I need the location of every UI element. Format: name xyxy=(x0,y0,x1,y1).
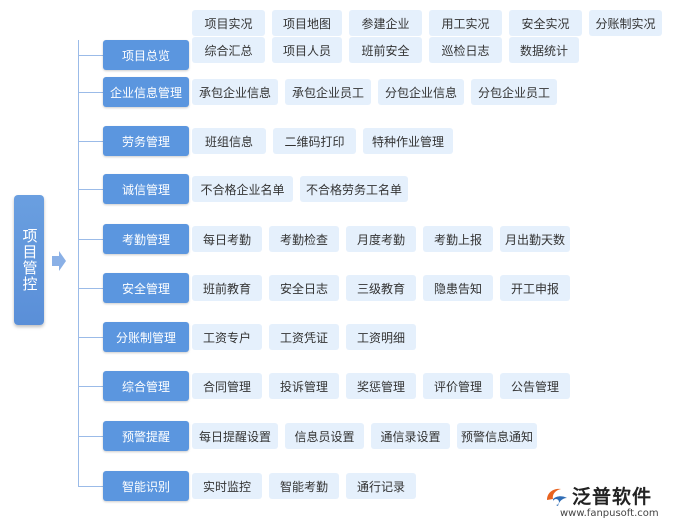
connector-branch xyxy=(78,288,103,289)
leaf-item[interactable]: 二维码打印 xyxy=(273,128,356,154)
leaf-item[interactable]: 工资明细 xyxy=(346,324,416,350)
leaf-item[interactable]: 用工实况 xyxy=(429,10,502,36)
leaf-item[interactable]: 分包企业信息 xyxy=(378,79,464,105)
leaf-item[interactable]: 评价管理 xyxy=(423,373,493,399)
leaf-item[interactable]: 投诉管理 xyxy=(269,373,339,399)
leaf-item[interactable]: 公告管理 xyxy=(500,373,570,399)
category-node[interactable]: 综合管理 xyxy=(103,371,189,401)
leaf-item[interactable]: 工资凭证 xyxy=(269,324,339,350)
arrow-right-icon xyxy=(52,251,66,271)
leaf-item[interactable]: 每日考勤 xyxy=(192,226,262,252)
leaf-item[interactable]: 班前安全 xyxy=(349,37,422,63)
leaf-item[interactable]: 每日提醒设置 xyxy=(192,423,278,449)
leaf-item[interactable]: 项目实况 xyxy=(192,10,265,36)
category-node[interactable]: 分账制管理 xyxy=(103,322,189,352)
category-node[interactable]: 安全管理 xyxy=(103,273,189,303)
leaf-item[interactable]: 通信录设置 xyxy=(371,423,450,449)
leaf-item[interactable]: 综合汇总 xyxy=(192,37,265,63)
leaf-item[interactable]: 分包企业员工 xyxy=(471,79,557,105)
logo-url: www.fanpusoft.com xyxy=(560,508,659,519)
leaf-item[interactable]: 参建企业 xyxy=(349,10,422,36)
category-node[interactable]: 智能识别 xyxy=(103,471,189,501)
leaf-item[interactable]: 数据统计 xyxy=(509,37,579,63)
leaf-item[interactable]: 特种作业管理 xyxy=(363,128,453,154)
leaf-item[interactable]: 月度考勤 xyxy=(346,226,416,252)
leaf-item[interactable]: 项目地图 xyxy=(272,10,342,36)
connector-branch xyxy=(78,141,103,142)
connector-branch xyxy=(78,55,103,56)
connector-trunk xyxy=(78,40,79,486)
connector-branch xyxy=(78,189,103,190)
leaf-item[interactable]: 分账制实况 xyxy=(589,10,662,36)
connector-branch xyxy=(78,436,103,437)
root-label: 项目管控 xyxy=(20,228,39,292)
category-node[interactable]: 项目总览 xyxy=(103,40,189,70)
leaf-item[interactable]: 三级教育 xyxy=(346,275,416,301)
leaf-item[interactable]: 考勤上报 xyxy=(423,226,493,252)
leaf-item[interactable]: 班组信息 xyxy=(192,128,266,154)
leaf-item[interactable]: 承包企业信息 xyxy=(192,79,278,105)
connector-branch xyxy=(78,92,103,93)
leaf-item[interactable]: 不合格劳务工名单 xyxy=(300,176,408,202)
category-node[interactable]: 企业信息管理 xyxy=(103,77,189,107)
category-node[interactable]: 预警提醒 xyxy=(103,421,189,451)
connector-branch xyxy=(78,239,103,240)
leaf-item[interactable]: 承包企业员工 xyxy=(285,79,371,105)
leaf-item[interactable]: 实时监控 xyxy=(192,473,262,499)
connector-branch xyxy=(78,386,103,387)
logo-icon xyxy=(547,488,567,506)
leaf-item[interactable]: 工资专户 xyxy=(192,324,262,350)
leaf-item[interactable]: 巡检日志 xyxy=(429,37,502,63)
leaf-item[interactable]: 安全实况 xyxy=(509,10,582,36)
category-node[interactable]: 考勤管理 xyxy=(103,224,189,254)
leaf-item[interactable]: 合同管理 xyxy=(192,373,262,399)
leaf-item[interactable]: 奖惩管理 xyxy=(346,373,416,399)
logo-name: 泛普软件 xyxy=(572,486,653,508)
leaf-item[interactable]: 考勤检查 xyxy=(269,226,339,252)
category-node[interactable]: 劳务管理 xyxy=(103,126,189,156)
brand-logo: 泛普软件 www.fanpusoft.com xyxy=(544,482,669,522)
leaf-item[interactable]: 预警信息通知 xyxy=(457,423,537,449)
connector-branch xyxy=(78,337,103,338)
leaf-item[interactable]: 开工申报 xyxy=(500,275,570,301)
leaf-item[interactable]: 安全日志 xyxy=(269,275,339,301)
leaf-item[interactable]: 月出勤天数 xyxy=(500,226,570,252)
leaf-item[interactable]: 信息员设置 xyxy=(285,423,364,449)
leaf-item[interactable]: 通行记录 xyxy=(346,473,416,499)
leaf-item[interactable]: 不合格企业名单 xyxy=(192,176,293,202)
leaf-item[interactable]: 项目人员 xyxy=(272,37,342,63)
leaf-item[interactable]: 智能考勤 xyxy=(269,473,339,499)
connector-branch xyxy=(78,486,103,487)
leaf-item[interactable]: 班前教育 xyxy=(192,275,262,301)
category-node[interactable]: 诚信管理 xyxy=(103,174,189,204)
root-node[interactable]: 项目管控 xyxy=(14,195,44,325)
leaf-item[interactable]: 隐患告知 xyxy=(423,275,493,301)
